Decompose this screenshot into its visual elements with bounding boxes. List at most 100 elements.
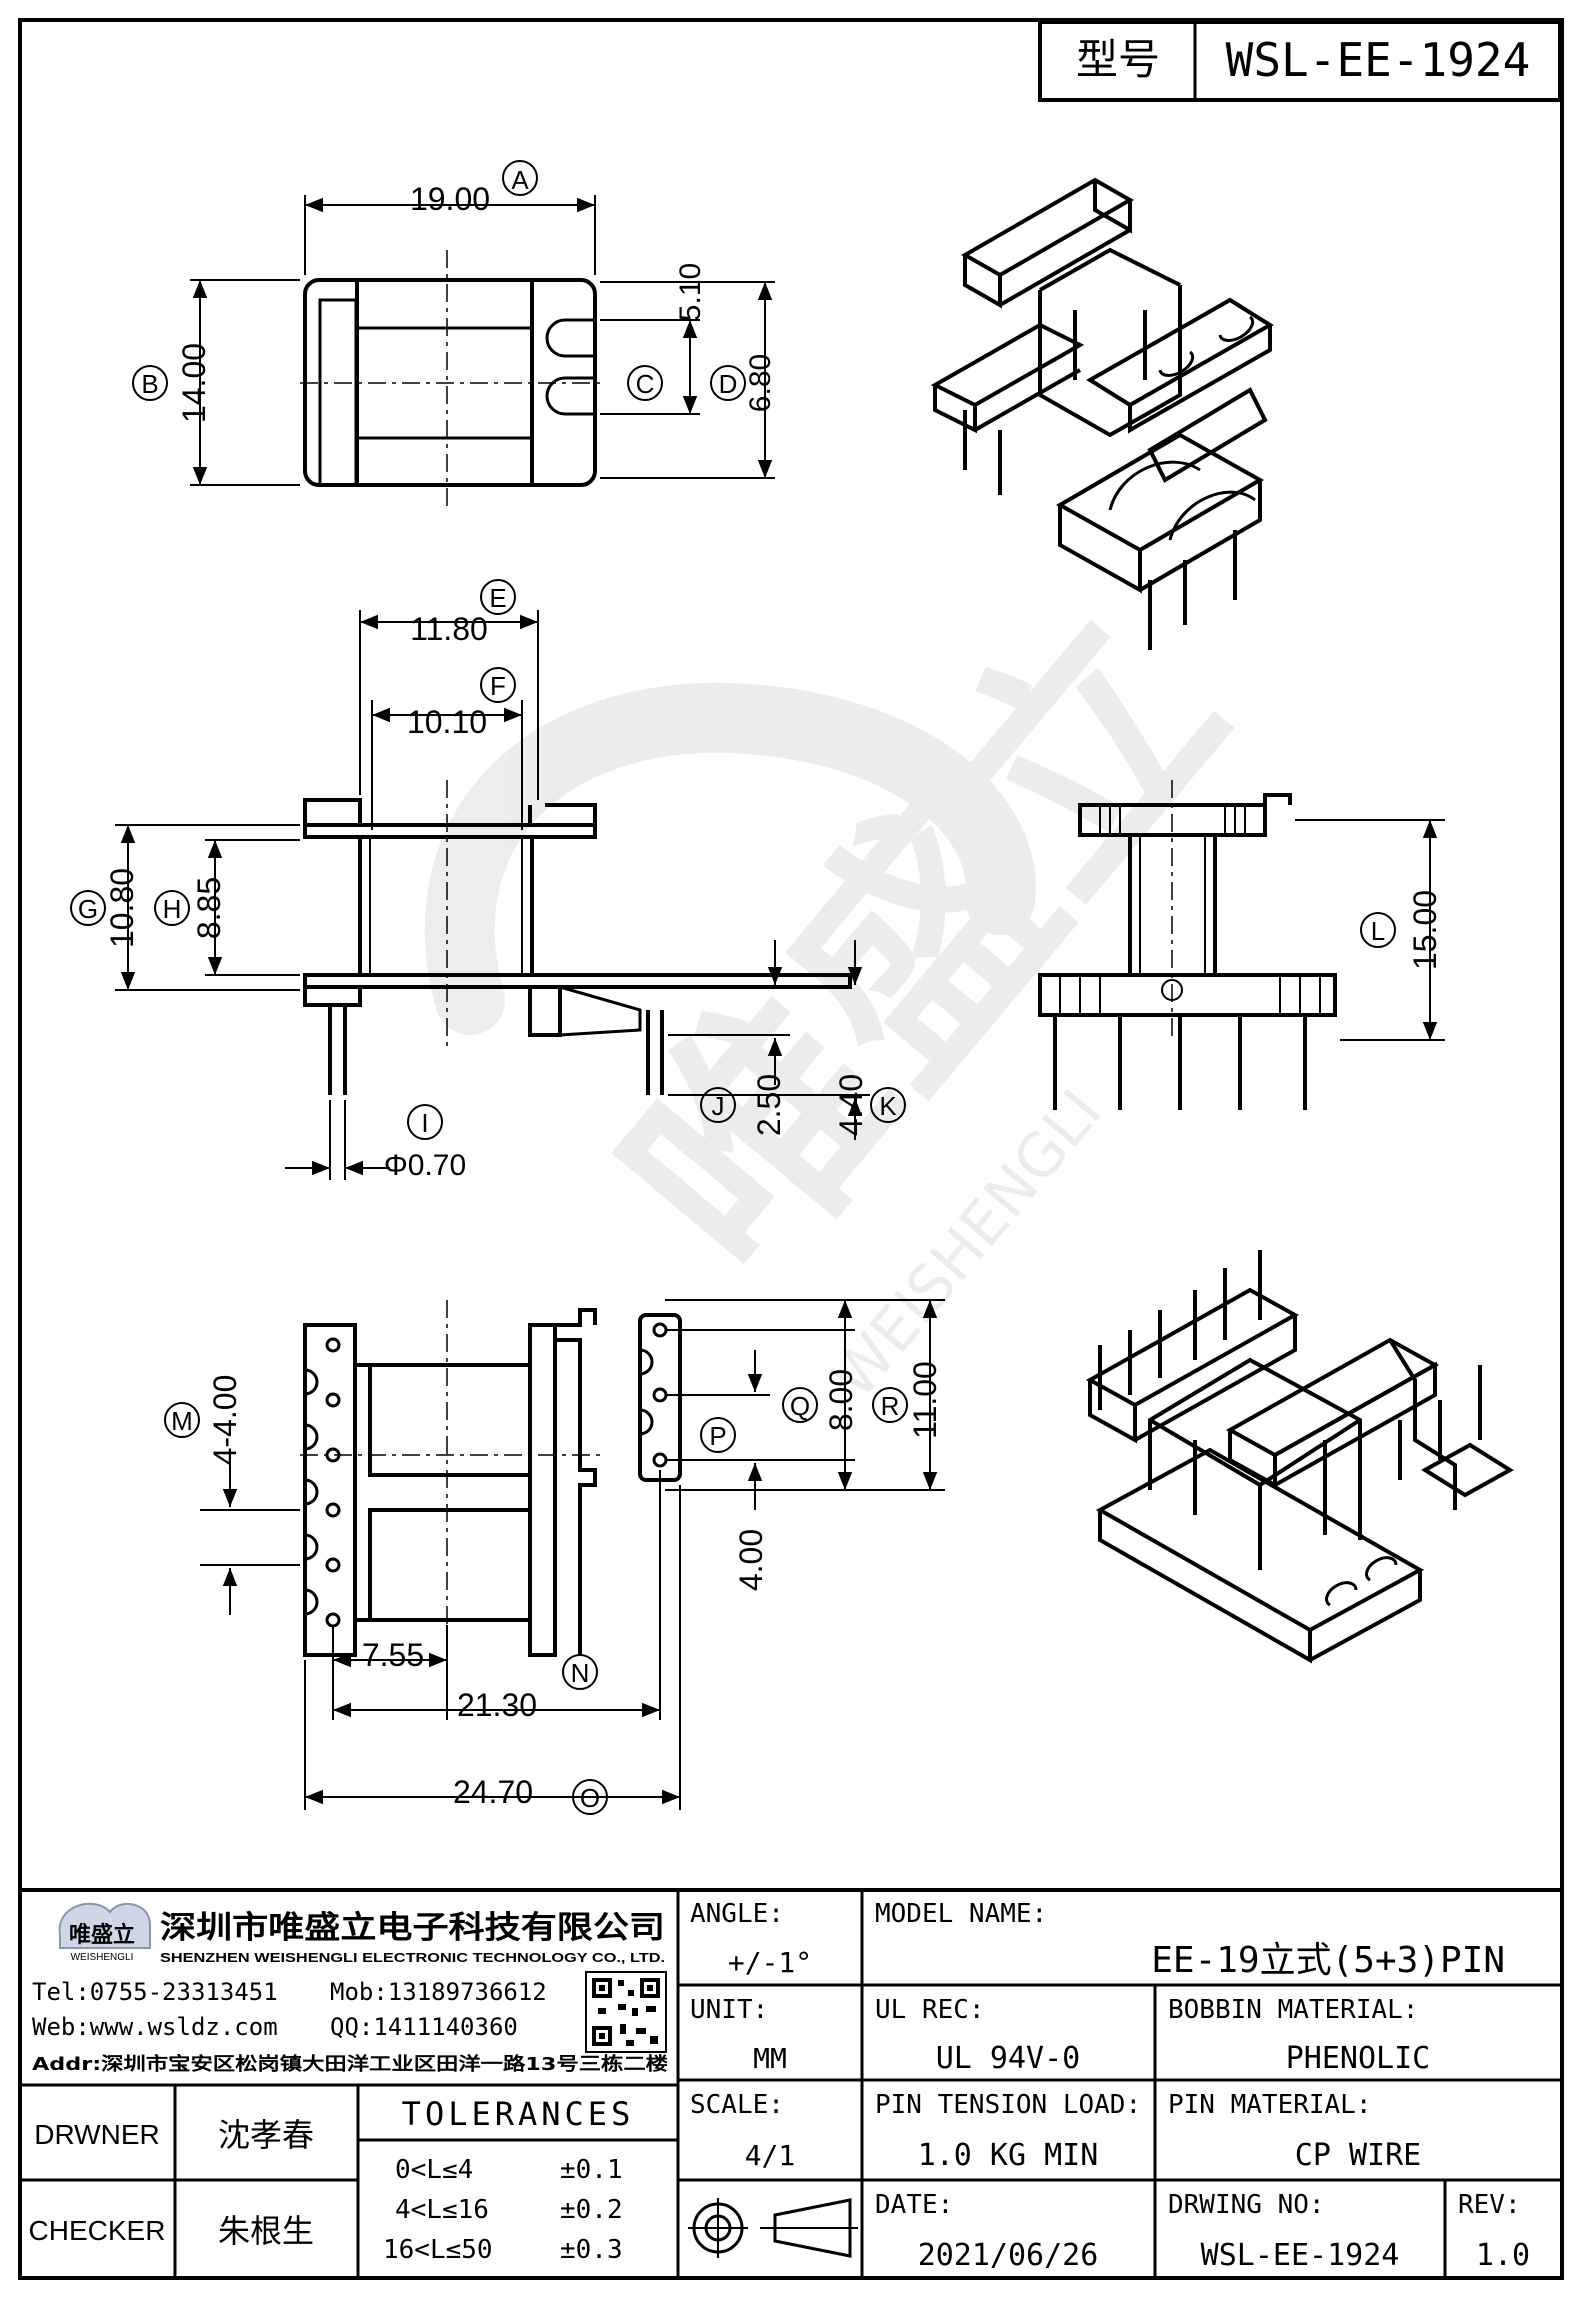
svg-text:A: A [511, 165, 529, 195]
model-header-label: 型号 [1076, 35, 1160, 84]
svg-text:R: R [881, 1391, 900, 1421]
dim-M: 4-4.00 M [164, 1375, 243, 1465]
svg-text:M: M [171, 1406, 193, 1436]
title-block-grid [20, 1888, 1562, 2278]
svg-text:8.85: 8.85 [191, 877, 227, 939]
bottom-dimensions [200, 1299, 945, 1810]
top-view [300, 250, 600, 510]
dim-J: 2.50 J [700, 1074, 787, 1136]
svg-text:4/1: 4/1 [745, 2139, 796, 2172]
dim-N: 21.30 N [457, 1654, 598, 1723]
svg-text:Q: Q [790, 1391, 810, 1421]
scale-cell: SCALE: 4/1 [690, 2090, 795, 2172]
dim-Q: 8.00 Q [782, 1369, 859, 1431]
dim-E: 11.80 E [410, 579, 516, 647]
date-cell: DATE: 2021/06/26 [875, 2190, 1098, 2273]
svg-text:10.80: 10.80 [104, 868, 140, 948]
svg-text:1.0 KG MIN: 1.0 KG MIN [918, 2138, 1099, 2173]
svg-text:1.0: 1.0 [1476, 2238, 1530, 2273]
svg-text:沈孝春: 沈孝春 [218, 2116, 314, 2154]
qr-code [585, 1971, 667, 2053]
angle-cell: ANGLE: +/-1° [690, 1899, 812, 1979]
svg-text:19.00: 19.00 [410, 181, 490, 217]
drawer-row: DRWNER 沈孝春 [34, 2116, 314, 2154]
svg-text:2.50: 2.50 [751, 1074, 787, 1136]
bobbin-material-cell: BOBBIN MATERIAL: PHENOLIC [1168, 1995, 1430, 2076]
pin-material-cell: PIN MATERIAL: CP WIRE [1168, 2090, 1421, 2173]
svg-text:11.00: 11.00 [907, 1361, 943, 1439]
svg-text:J: J [712, 1091, 725, 1121]
svg-text:10.10: 10.10 [407, 704, 487, 740]
svg-text:F: F [490, 671, 506, 701]
dim-D: 6.80 D [710, 354, 777, 412]
tol-range-1: 0<L≤4 [395, 2155, 473, 2185]
front-dimensions [115, 610, 870, 1180]
svg-text:14.00: 14.00 [176, 343, 212, 423]
svg-text:C: C [636, 369, 655, 399]
svg-text:L: L [1371, 916, 1385, 946]
svg-text:21.30: 21.30 [457, 1687, 537, 1723]
model-header: 型号 WSL-EE-1924 [1038, 20, 1562, 102]
svg-text:REV:: REV: [1458, 2190, 1521, 2220]
tolerances: TOLERANCES 0<L≤4 ±0.1 4<L≤16 ±0.2 16<L≤5… [383, 2095, 630, 2265]
dim-S: 7.55 [362, 1637, 424, 1673]
bottom-view [300, 1300, 682, 1670]
svg-text:11.80: 11.80 [410, 611, 488, 647]
svg-text:PIN TENSION LOAD:: PIN TENSION LOAD: [875, 2090, 1141, 2120]
svg-text:P: P [709, 1421, 726, 1451]
svg-text:DRWING NO:: DRWING NO: [1168, 2190, 1325, 2220]
svg-text:5.10: 5.10 [674, 263, 707, 321]
svg-text:WSL-EE-1924: WSL-EE-1924 [1201, 2238, 1400, 2273]
company-address: Addr:深圳市宝安区松岗镇大田洋工业区田洋一路13号三栋二楼 [32, 2053, 668, 2075]
svg-text:N: N [571, 1658, 590, 1688]
sheet-border [18, 18, 1564, 2280]
isometric-view-top [930, 177, 1274, 650]
watermark-brand: 唯盛立 [571, 563, 1276, 1325]
svg-text:CHECKER: CHECKER [29, 2215, 166, 2246]
unit-cell: UNIT: MM [690, 1995, 787, 2075]
svg-text:PIN MATERIAL:: PIN MATERIAL: [1168, 2090, 1372, 2120]
company-name-cn: 深圳市唯盛立电子科技有限公司 [160, 1910, 665, 1946]
dim-B: 14.00 B [132, 343, 212, 423]
svg-text:MM: MM [753, 2042, 787, 2075]
dim-F: 10.10 F [407, 667, 516, 740]
svg-text:UNIT:: UNIT: [690, 1995, 768, 2025]
svg-text:朱根生: 朱根生 [218, 2212, 314, 2250]
svg-text:UL 94V-0: UL 94V-0 [936, 2041, 1081, 2076]
company-web: Web:www.wsldz.com [32, 2013, 278, 2041]
drawing-no-cell: DRWING NO: WSL-EE-1924 [1168, 2190, 1399, 2273]
svg-text:B: B [141, 369, 158, 399]
svg-text:唯盛立: 唯盛立 [69, 1922, 135, 1948]
company-name-en: SHENZHEN WEISHENGLI ELECTRONIC TECHNOLOG… [160, 1950, 665, 1965]
svg-text:K: K [879, 1091, 897, 1121]
dim-K: 4.40 K [833, 1074, 906, 1136]
tol-range-2: 4<L≤16 [395, 2195, 489, 2225]
dim-C: 5.10 C [627, 263, 707, 401]
dim-H: 8.85 H [154, 877, 227, 939]
isometric-view-bottom [1085, 1250, 1514, 1664]
company-tel: Tel:0755-23313451 [32, 1978, 278, 2006]
model-name-cell: MODEL NAME: EE-19立式(5+3)PIN [875, 1899, 1505, 1981]
dim-G: 10.80 G [70, 868, 140, 948]
company-logo: 唯盛立 WEISHENGLI [58, 1902, 151, 1963]
svg-text:DRWNER: DRWNER [34, 2119, 159, 2150]
svg-text:E: E [489, 583, 506, 613]
tol-range-3: 16<L≤50 [383, 2235, 493, 2265]
svg-text:H: H [163, 894, 182, 924]
svg-text:WEISHENGLI: WEISHENGLI [71, 1952, 134, 1963]
side-view [1038, 780, 1337, 1110]
svg-text:24.70: 24.70 [453, 1774, 533, 1810]
dim-A: 19.00 A [410, 160, 538, 217]
top-dimensions [190, 195, 775, 486]
pin-tension-cell: PIN TENSION LOAD: 1.0 KG MIN [875, 2090, 1141, 2173]
dim-L: 15.00 L [1360, 890, 1443, 970]
svg-text:4.00: 4.00 [733, 1529, 769, 1591]
svg-text:15.00: 15.00 [1407, 890, 1443, 970]
company-mob: Mob:13189736612 [330, 1978, 547, 2006]
model-header-value: WSL-EE-1924 [1226, 33, 1531, 87]
svg-text:I: I [421, 1108, 428, 1138]
svg-text:BOBBIN MATERIAL:: BOBBIN MATERIAL: [1168, 1995, 1418, 2025]
svg-text:6.80: 6.80 [744, 354, 777, 412]
checker-row: CHECKER 朱根生 [29, 2212, 314, 2250]
